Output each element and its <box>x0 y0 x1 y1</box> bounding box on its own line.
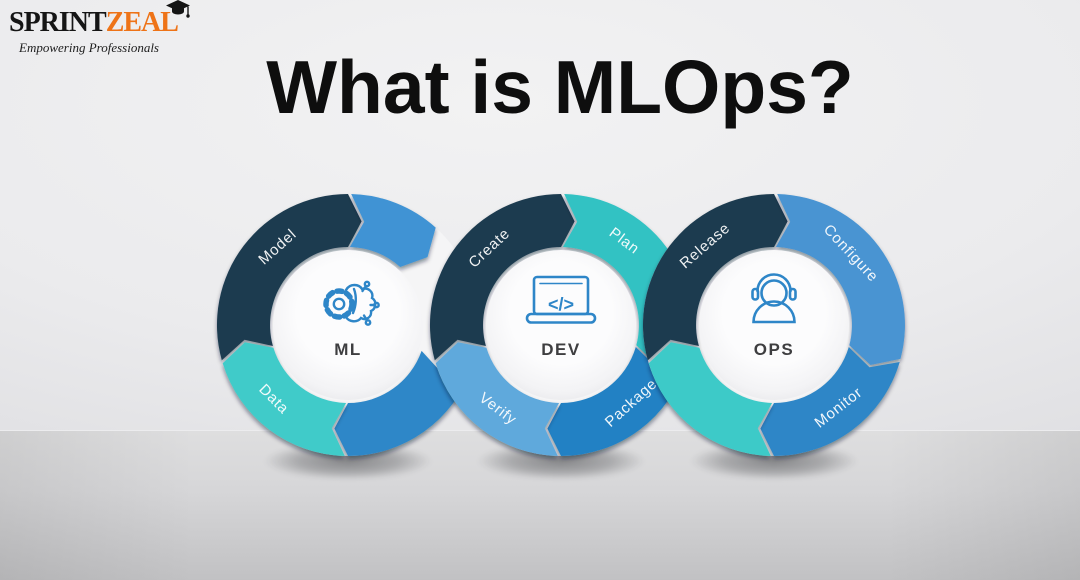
ring-hub <box>486 250 636 400</box>
floor <box>0 430 1080 580</box>
segment-configure <box>775 194 905 365</box>
ring-center-label: DEV <box>541 340 580 359</box>
segment-ml-arc-2 <box>334 350 472 456</box>
ring-center-label: ML <box>334 340 362 359</box>
laptop-code-icon: </> <box>525 275 597 324</box>
logo-brand-sprint: SPRINT <box>9 7 107 38</box>
ring-hub <box>273 250 423 400</box>
logo-wordmark: SPRINTZEAL <box>9 0 190 39</box>
segment-release <box>642 194 788 361</box>
segment-verify <box>435 342 560 456</box>
segment-create <box>429 194 575 361</box>
support-person-icon <box>751 273 797 324</box>
segment-ml-arc-1 <box>349 194 436 267</box>
ring-hub <box>699 250 849 400</box>
gear-brain-icon <box>323 280 380 326</box>
segment-monitor <box>760 347 900 457</box>
svg-text:</>: </> <box>548 295 574 315</box>
segment-package <box>547 347 687 457</box>
ring-center-label: OPS <box>754 340 794 359</box>
sprintzeal-logo: SPRINTZEAL Empowering Professionals <box>9 0 190 56</box>
segment-ops-arc-3 <box>648 342 773 456</box>
logo-tagline: Empowering Professionals <box>19 39 159 55</box>
page-title: What is MLOps? <box>266 45 854 129</box>
segment-model <box>216 194 362 361</box>
logo-brand-zeal: ZEAL <box>105 7 179 38</box>
segment-data <box>222 342 347 456</box>
graduation-cap-icon <box>165 0 190 18</box>
